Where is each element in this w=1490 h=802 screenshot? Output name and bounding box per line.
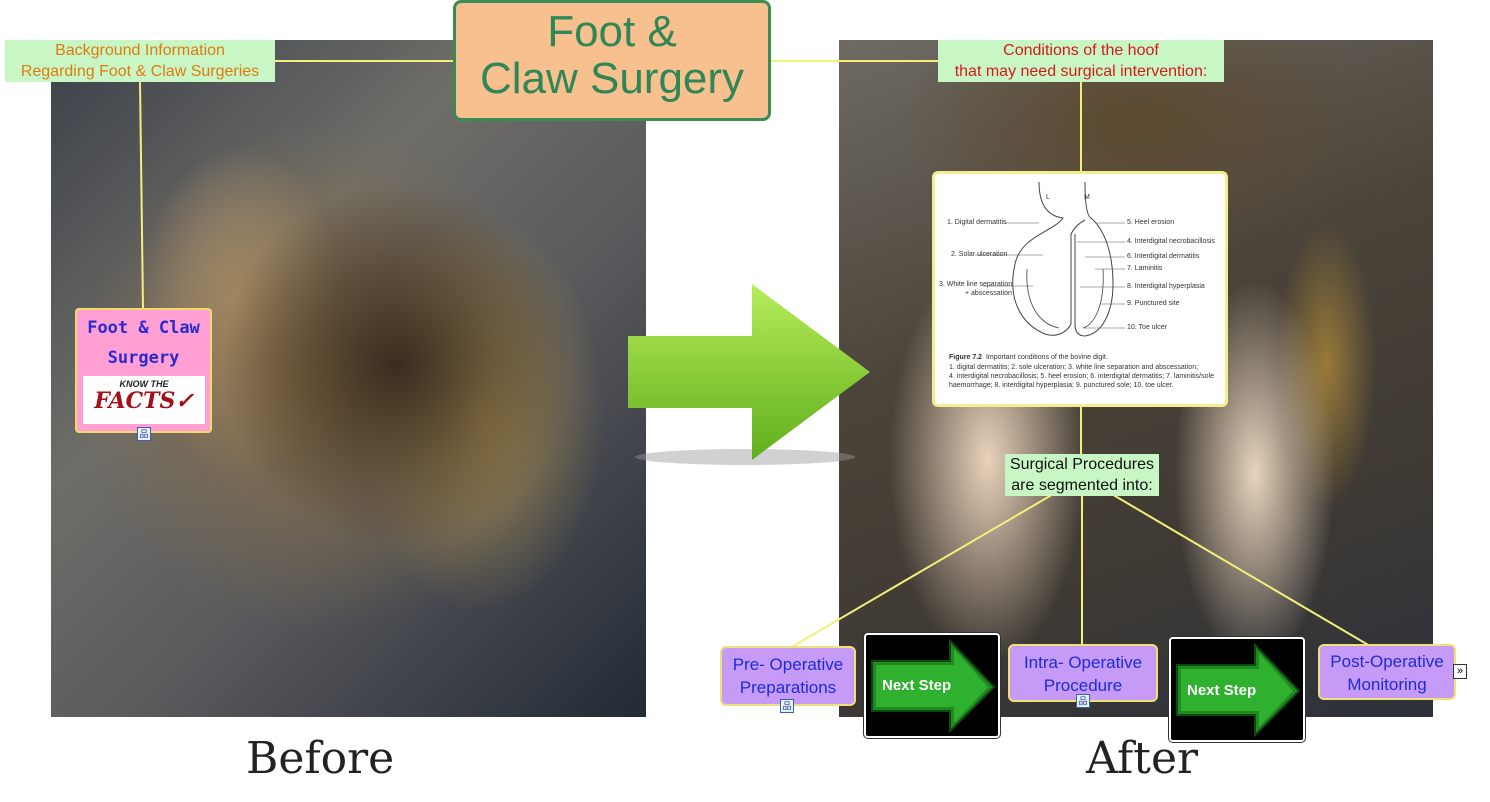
conditions-line-2: that may need surgical intervention:: [954, 63, 1208, 80]
conditions-label[interactable]: Conditions of the hoof that may need sur…: [938, 40, 1224, 82]
pre-operative-step[interactable]: Pre- Operative Preparations: [720, 646, 856, 706]
facts-card-line-1: Foot & Claw: [87, 318, 200, 338]
next-step-button-1[interactable]: Next Step: [864, 633, 1000, 738]
digit-label-right: M: [1084, 194, 1090, 201]
fig-label-9: 9. Punctured site: [1127, 300, 1180, 307]
checkmark-icon: ✓: [175, 388, 194, 414]
digit-label-left: L: [1046, 194, 1050, 201]
connector-background: [139, 81, 144, 309]
background-info-line-2: Regarding Foot & Claw Surgeries: [20, 63, 260, 80]
fig-label-6: 6. Interdigital dermatitis: [1127, 253, 1200, 260]
fig-label-4: 4. Interdigital necrobacillosis: [1127, 238, 1215, 245]
bovine-digit-figure: L M 1. Digital dermatitis 2. Solar ulcer…: [932, 171, 1228, 407]
next-step-arrow-icon: [871, 638, 996, 734]
facts-card[interactable]: Foot & Claw Surgery KNOW THE FACTS✓: [75, 308, 212, 433]
digit-drawing: [975, 181, 1125, 337]
title-box[interactable]: Foot & Claw Surgery: [453, 0, 771, 121]
connector-pre-op: [789, 492, 1056, 649]
intra-op-line-2: Procedure: [1043, 676, 1123, 695]
fig-label-7: 7. Laminitis: [1127, 265, 1163, 272]
segmented-line-2: are segmented into:: [1011, 477, 1153, 494]
intra-operative-step[interactable]: Intra- Operative Procedure: [1008, 644, 1158, 702]
fig-label-10: 10. Toe ulcer: [1127, 324, 1167, 331]
intra-op-mindmap-icon[interactable]: 品: [1076, 694, 1090, 708]
figure-caption-line-1: 1. digital dermatitis; 2. sole ulceratio…: [949, 364, 1199, 371]
figure-caption-line-2: 4. interdigital necrobacillosis; 5. heel…: [949, 373, 1214, 380]
figure-caption-heading: Figure 7.2 Important conditions of the b…: [949, 354, 1108, 361]
fig-label-1: 1. Digital dermatitis: [947, 219, 1007, 226]
intra-op-line-1: Intra- Operative: [1023, 653, 1143, 672]
figure-caption-line-3: haemorrhage; 8. interdigital hyperplasia…: [949, 382, 1174, 389]
know-the-facts-logo: KNOW THE FACTS✓: [83, 376, 205, 424]
pre-op-mindmap-icon[interactable]: 品: [780, 699, 794, 713]
arrow-shadow: [635, 449, 855, 465]
fig-label-2: 2. Solar ulceration: [951, 251, 1008, 258]
post-op-line-2: Monitoring: [1347, 675, 1427, 694]
title-line-1: Foot &: [547, 7, 677, 56]
before-caption: Before: [246, 733, 395, 784]
facts-card-line-2: Surgery: [107, 348, 180, 368]
fig-label-3: 3. White line separation: [939, 281, 1013, 288]
segmented-label[interactable]: Surgical Procedures are segmented into:: [1005, 454, 1159, 496]
conditions-line-1: Conditions of the hoof: [1003, 42, 1159, 59]
pre-op-line-2: Preparations: [739, 678, 837, 697]
connector-post-op: [1109, 492, 1371, 647]
mindmap-link-icon[interactable]: 品: [137, 427, 151, 441]
next-step-label-2: Next Step: [1187, 682, 1257, 699]
fig-label-3b: + abscessation: [965, 290, 1012, 297]
next-step-arrow-icon: [1176, 642, 1301, 738]
pre-op-line-1: Pre- Operative: [732, 655, 844, 674]
next-step-label-1: Next Step: [882, 677, 952, 694]
fig-label-5: 5. Heel erosion: [1127, 219, 1175, 226]
expand-icon[interactable]: »: [1453, 664, 1467, 679]
next-step-button-2[interactable]: Next Step: [1169, 637, 1305, 742]
segmented-line-1: Surgical Procedures: [1009, 456, 1155, 473]
background-info-label[interactable]: Background Information Regarding Foot & …: [5, 40, 275, 82]
title-line-2: Claw Surgery: [479, 54, 745, 103]
post-operative-step[interactable]: Post-Operative Monitoring: [1318, 644, 1456, 700]
post-op-line-1: Post-Operative: [1330, 652, 1444, 671]
logo-main-text: FACTS✓: [94, 388, 194, 414]
logo-top-text: KNOW THE: [119, 379, 169, 389]
after-caption: After: [1086, 733, 1199, 784]
fig-label-8: 8. Interdigital hyperplasia: [1127, 283, 1205, 290]
background-info-line-1: Background Information: [55, 42, 225, 59]
before-after-arrow: [628, 284, 870, 460]
